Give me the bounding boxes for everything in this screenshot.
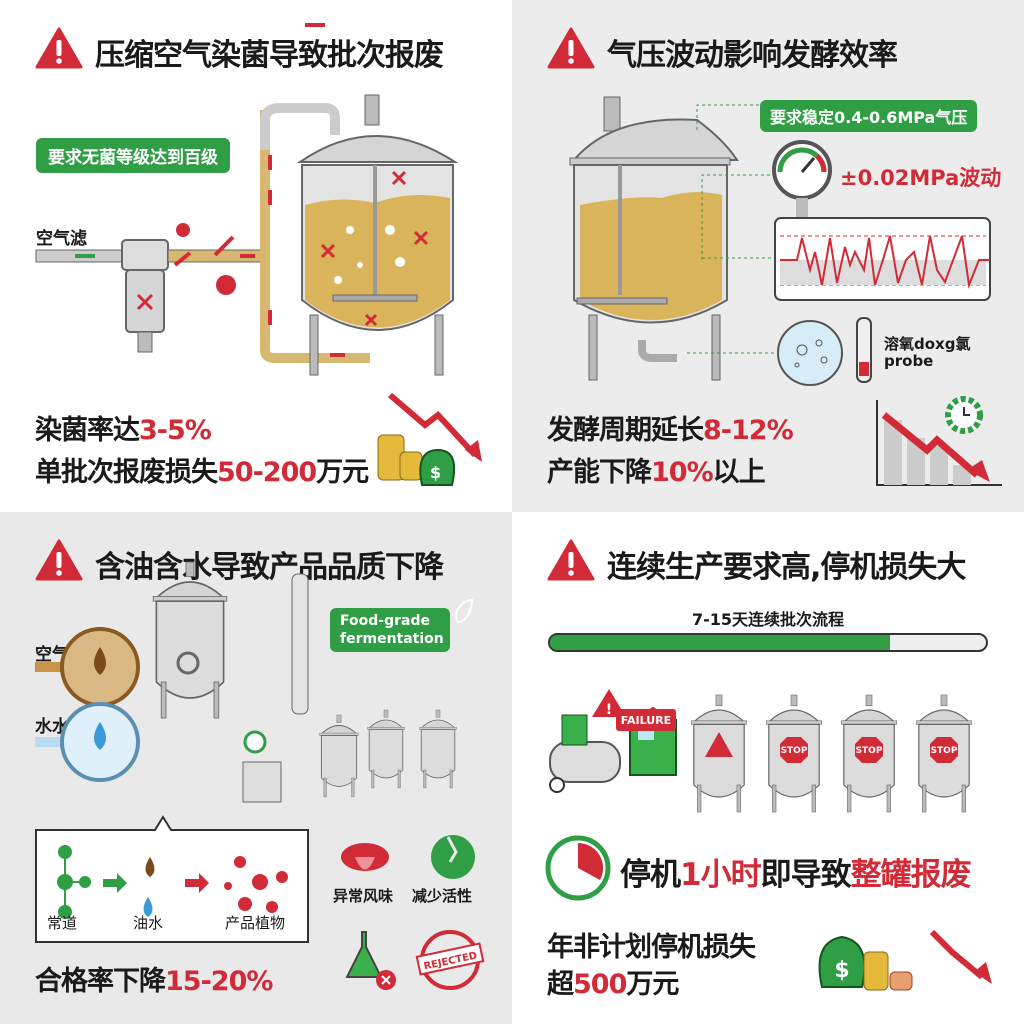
money-loss-icon: $ [818,929,992,991]
separator-tank [319,714,359,798]
air-compressor-icon [549,714,621,793]
rejected-stamp-icon: REJECTED [415,930,485,990]
effect-off-flavor: 异常风味 [333,887,394,905]
sterility-callout: 要求无菌等级达到百级 [36,138,230,173]
stat-pass-rate-drop: 合格率下降15-20% [35,966,273,997]
panel-pressure: 气压波动影响发酵效率 要求稳定0.4-0.6MPa气压 ±0.02MPa波动 溶… [512,0,1024,512]
oil-contamination-icon [35,627,140,707]
stat-annual-loss: 年非计划停机损失 [547,932,756,963]
probe-label-en: probe [884,352,934,370]
money-loss-icon: $ [377,392,482,486]
contamination-illustration [35,23,459,376]
pressure-fluctuation-label: ±0.02MPa波动 [840,166,1002,190]
pump-unit [242,761,282,803]
fermenter-tank [152,561,228,719]
flow-arrows [173,23,345,357]
storage-tank [419,709,457,789]
svg-text:$: $ [834,958,849,983]
stop-label: STOP [781,746,808,756]
pressure-illustration [569,96,1002,486]
tank-warning-icon [705,732,733,757]
flow-label-normal: 常道 [47,914,78,932]
stop-sign-icons: STOP STOP STOP [780,737,958,763]
stat-annual-loss-value: 超500万元 [547,969,679,1000]
oxygen-probe-icon [856,317,872,383]
stat-cycle-extension: 发酵周期延长8-12% [547,415,794,446]
failure-flag: FAILURE! [592,689,676,731]
downtime-headline: 停机1小时即导致整罐报废 [620,857,972,893]
efficiency-decline-icon [876,396,1002,486]
probe-label: 溶氧doxg氯 [884,335,971,353]
downtime-clock-icon [545,835,611,901]
air-filter-icon [121,239,169,353]
distillation-column [291,573,309,715]
gauge-icon [243,730,267,754]
stat-contamination-rate: 染菌率达3-5% [35,415,212,446]
pressure-fluctuation-chart [774,217,991,301]
process-label: 7-15天连续批次流程 [691,610,845,629]
svg-text:!: ! [606,702,612,718]
storage-tank [367,709,405,789]
panel-title: 压缩空气染菌导致批次报废 [95,38,444,73]
effect-reduced-activity: 减少活性 [412,887,473,905]
svg-text:$: $ [430,463,441,482]
flow-label-oil-water: 油水 [133,914,164,932]
process-line-illustration: REJECTED [35,561,485,990]
pressure-gauge-icon [772,140,832,218]
panel-title: 气压波动影响发酵效率 [607,38,898,73]
molecular-change-box [35,815,309,943]
stop-label: STOP [931,746,958,756]
air-input-label: 空气 [35,645,69,665]
failed-flask-icon [345,931,396,990]
process-progress-bar [548,633,988,652]
process-progress-fill [550,635,891,650]
stop-label: STOP [856,746,883,756]
flow-label-product: 产品植物 [225,914,286,932]
fermenter-tank [569,96,739,381]
off-flavor-icon [341,843,389,871]
reduced-activity-icon [431,835,475,879]
panel-title: 含油含水导致产品品质下降 [95,550,444,585]
panel-contamination: 压缩空气染菌导致批次报废 要求无菌等级达到百级 空气滤 染菌率达3-5% 单批次… [0,0,512,512]
stat-capacity-drop: 产能下降10%以上 [547,457,766,488]
panel-downtime: 连续生产要求高,停机损失大 7-15天连续批次流程 FAILURE! STOP … [512,512,1024,1024]
food-grade-callout: Food-grade fermentation [330,608,450,652]
panel-oil-water: 含油含水导致产品品质下降 空气 水水 Food-grade fermentati… [0,512,512,1024]
production-line-illustration: FAILURE! STOP STOP STOP $ [545,689,992,991]
stat-batch-loss: 单批次报废损失50-200万元 [35,457,369,488]
leaf-icon [455,598,474,624]
failure-label: FAILURE [621,714,671,727]
dissolved-oxygen-icon [777,320,843,386]
fermenter-tank [296,94,459,376]
water-input-label: 水水 [35,717,69,737]
panel-title: 连续生产要求高,停机损失大 [607,550,966,585]
air-filter-label: 空气滤 [36,229,87,249]
pressure-requirement-callout: 要求稳定0.4-0.6MPa气压 [760,100,978,132]
water-contamination-icon [35,702,140,782]
